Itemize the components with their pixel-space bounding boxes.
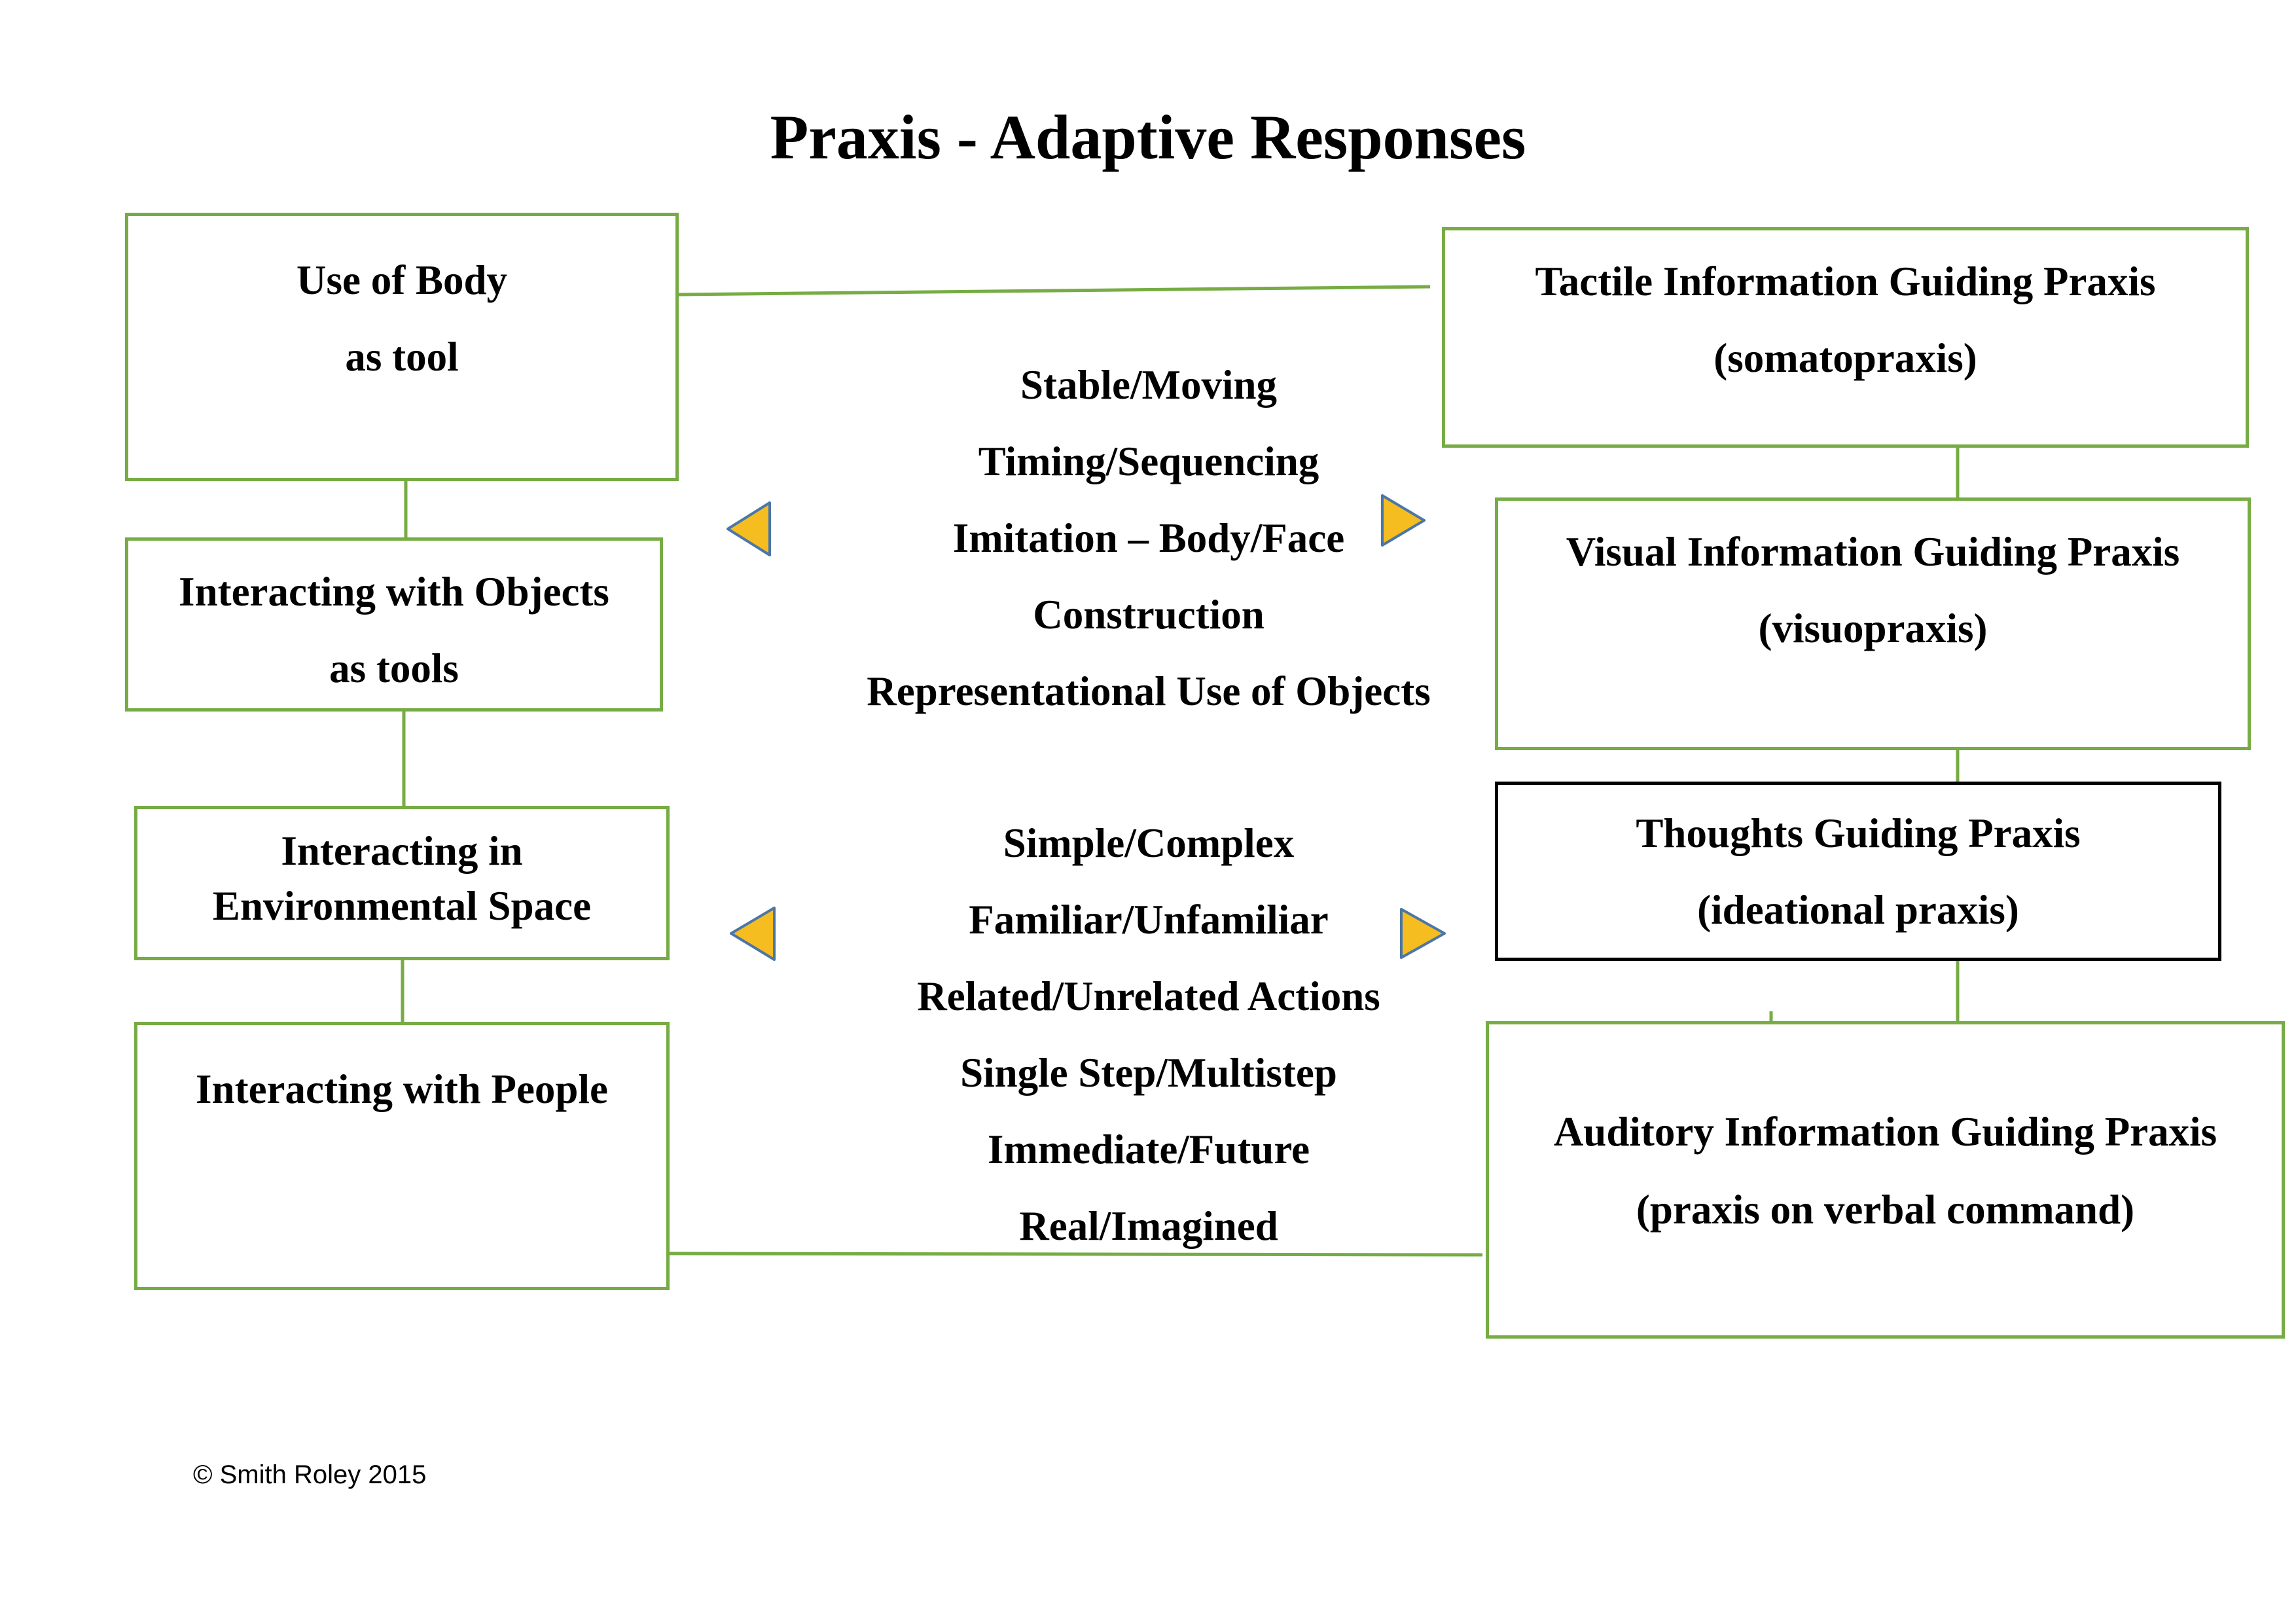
box-auditory-line2: (praxis on verbal command) [1636, 1187, 2135, 1233]
connector-body-to-tactile [677, 285, 1431, 297]
copyright-notice: © Smith Roley 2015 [193, 1460, 427, 1489]
arrow-left-upper-icon [726, 501, 771, 556]
box-interacting-with-people: Interacting with People [134, 1022, 670, 1290]
box-tactile-line1: Tactile Information Guiding Praxis [1535, 259, 2156, 304]
box-tactile-information: Tactile Information Guiding Praxis (soma… [1442, 227, 2249, 448]
center-upper-item: Timing/Sequencing [978, 439, 1319, 484]
box-environment-line2: Environmental Space [212, 883, 592, 929]
center-upper-item: Representational Use of Objects [867, 668, 1431, 714]
box-interacting-with-objects-line2: as tools [329, 645, 459, 691]
center-upper-list: Stable/Moving Timing/Sequencing Imitatio… [821, 347, 1476, 730]
box-interacting-in-environmental-space: Interacting in Environmental Space [134, 806, 670, 960]
box-use-of-body-line2: as tool [345, 334, 459, 380]
box-visual-line2: (visuopraxis) [1758, 605, 1988, 651]
box-interacting-with-objects-line1: Interacting with Objects [179, 569, 609, 615]
arrow-left-lower-icon [730, 907, 776, 961]
box-interacting-with-people-line1: Interacting with People [196, 1066, 608, 1112]
box-thoughts-guiding-praxis: Thoughts Guiding Praxis (ideational prax… [1495, 782, 2221, 961]
box-environment-line1: Interacting in [281, 828, 523, 874]
page-title: Praxis - Adaptive Responses [770, 102, 1526, 172]
center-lower-item: Related/Unrelated Actions [917, 973, 1380, 1019]
box-use-of-body-line1: Use of Body [296, 257, 507, 303]
center-lower-item: Single Step/Multistep [960, 1050, 1337, 1096]
box-auditory-line1: Auditory Information Guiding Praxis [1553, 1109, 2217, 1155]
box-interacting-with-objects: Interacting with Objects as tools [125, 537, 663, 712]
connector-people-to-auditory [668, 1252, 1483, 1257]
center-lower-item: Familiar/Unfamiliar [969, 897, 1329, 943]
center-lower-item: Real/Imagined [1019, 1203, 1278, 1249]
center-lower-item: Immediate/Future [987, 1127, 1310, 1172]
center-lower-item: Simple/Complex [1003, 820, 1295, 866]
center-upper-item: Stable/Moving [1020, 362, 1278, 408]
box-thoughts-line1: Thoughts Guiding Praxis [1636, 810, 2081, 856]
box-visual-line1: Visual Information Guiding Praxis [1566, 529, 2180, 575]
box-use-of-body: Use of Body as tool [125, 213, 679, 481]
arrow-right-lower-icon [1400, 908, 1446, 959]
center-upper-item: Construction [1033, 592, 1265, 638]
box-thoughts-line2: (ideational praxis) [1697, 887, 2019, 933]
box-auditory-information: Auditory Information Guiding Praxis (pra… [1486, 1021, 2285, 1339]
center-upper-item: Imitation – Body/Face [952, 515, 1345, 561]
box-visual-information: Visual Information Guiding Praxis (visuo… [1495, 497, 2251, 750]
center-lower-list: Simple/Complex Familiar/Unfamiliar Relat… [821, 805, 1476, 1265]
box-tactile-line2: (somatopraxis) [1713, 335, 1977, 381]
arrow-right-upper-icon [1381, 494, 1426, 547]
